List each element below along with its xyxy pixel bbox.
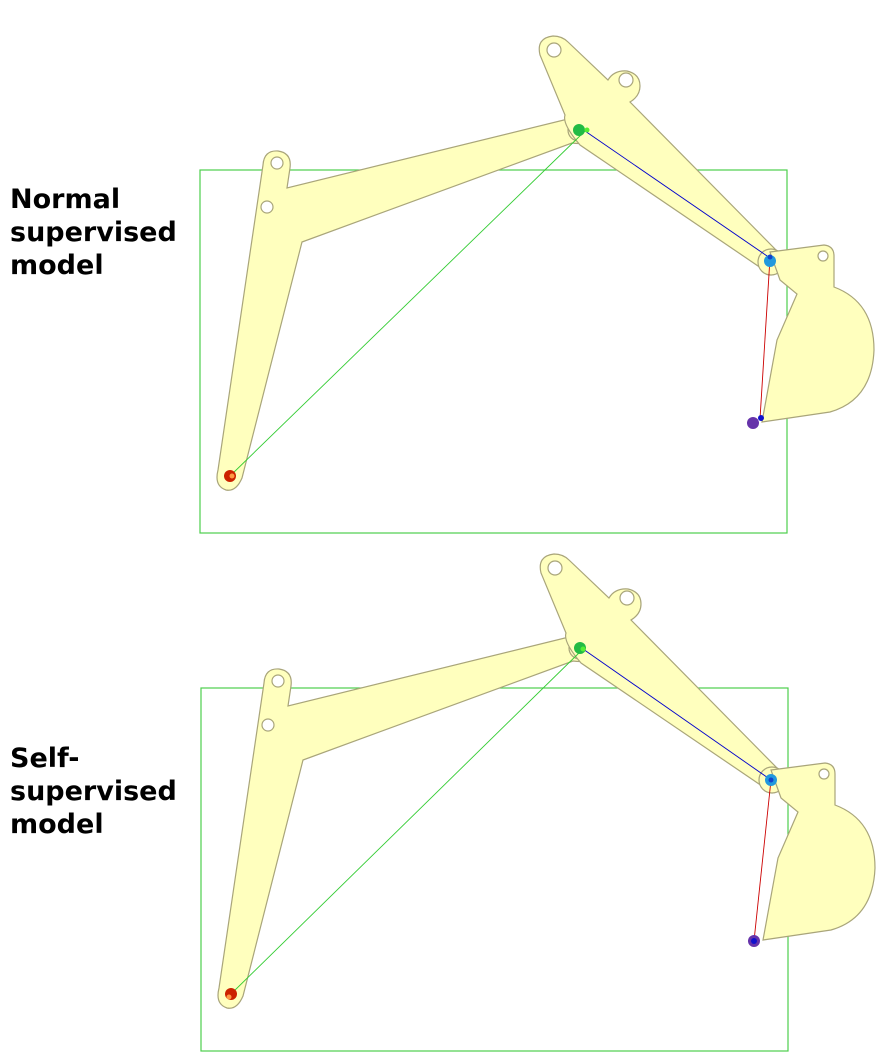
panel-label-self-supervised: Self- supervised model (10, 742, 177, 841)
label-line: Self- (10, 743, 80, 774)
pin-hole (618, 72, 634, 88)
bucket-link-line (759, 257, 771, 420)
pin-hole (547, 560, 563, 576)
base-joint-estimate (226, 994, 232, 1000)
excavator-diagram-normal (199, 35, 875, 534)
tip-joint-estimate (751, 938, 757, 944)
pin-hole (270, 156, 284, 170)
arm-link-line (584, 130, 771, 259)
excavator-diagram-self-supervised (200, 553, 876, 1052)
label-line: model (10, 809, 104, 840)
wrist-joint-marker (764, 255, 776, 267)
boom-link-line (229, 130, 586, 477)
elbow-joint-marker (573, 124, 585, 136)
tip-joint-marker (747, 417, 759, 429)
excavator-boom (216, 117, 595, 491)
excavator-arm (539, 553, 786, 794)
bucket-link-line (753, 779, 772, 942)
excavator-bucket (761, 244, 875, 423)
arm-link-line (582, 648, 772, 781)
pin-hole (817, 250, 829, 262)
pin-hole (271, 674, 285, 688)
label-line: Normal (10, 184, 121, 215)
base-joint-estimate (229, 473, 235, 479)
excavator-arm (538, 35, 785, 276)
elbow-joint-estimate (584, 127, 590, 133)
excavator-bucket (762, 762, 876, 941)
wrist-joint-estimate (767, 254, 773, 260)
pin-hole (546, 42, 562, 58)
pin-hole (261, 718, 275, 732)
boom-link-line (230, 648, 584, 995)
label-line: supervised (10, 217, 177, 248)
pin-hole (818, 768, 830, 780)
label-line: supervised (10, 776, 177, 807)
pin-hole (260, 200, 274, 214)
tip-joint-estimate (758, 415, 764, 421)
pin-hole (619, 590, 635, 606)
panel-label-normal-supervised: Normal supervised model (10, 183, 177, 282)
wrist-joint-estimate (768, 777, 774, 783)
elbow-joint-estimate (580, 646, 586, 652)
label-line: model (10, 250, 104, 281)
